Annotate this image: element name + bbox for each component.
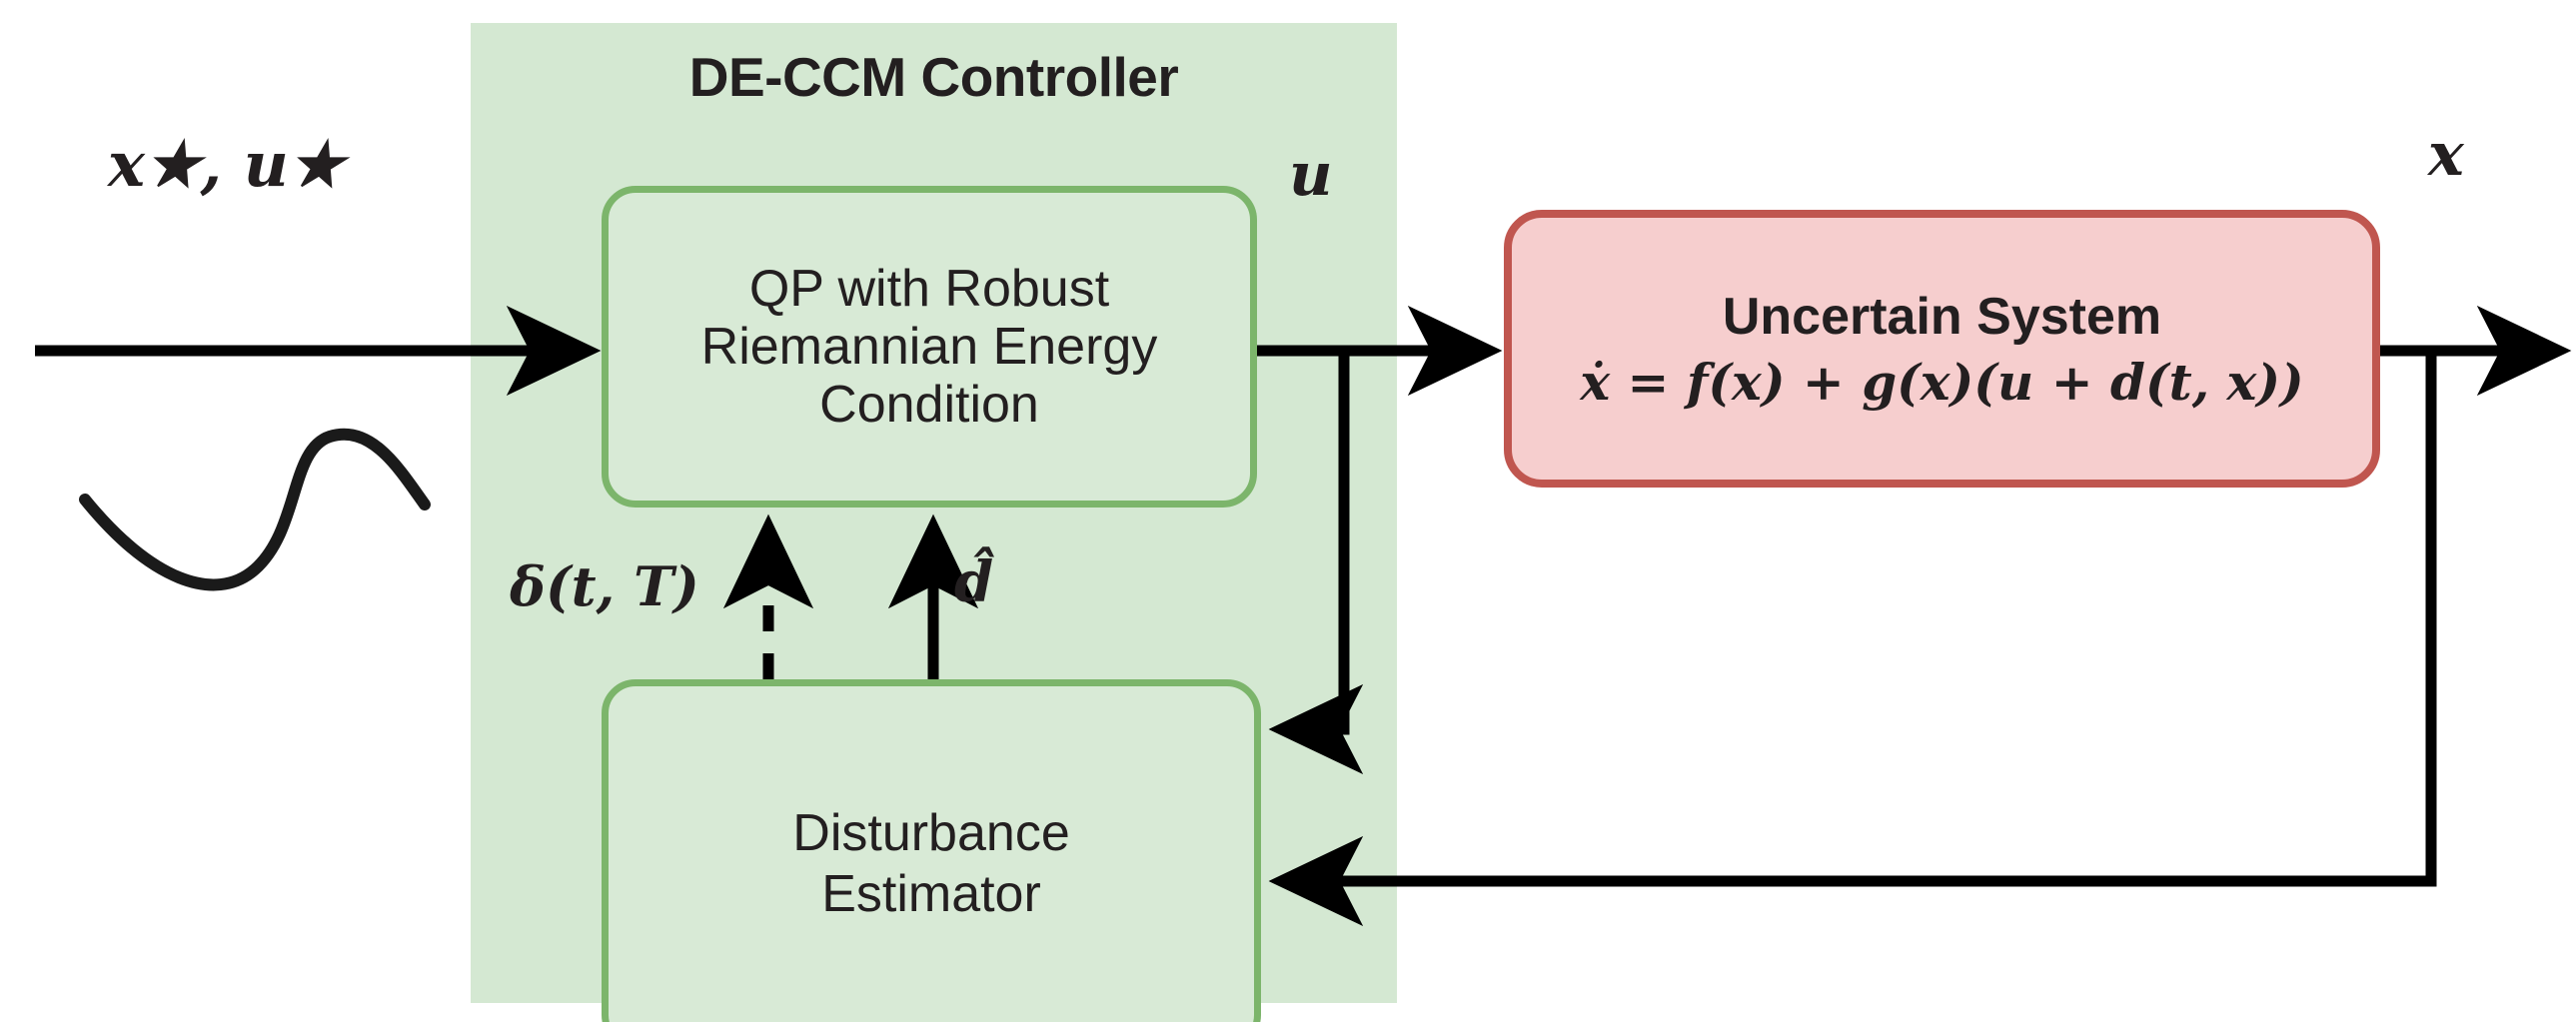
- de-line-1: Disturbance: [792, 803, 1070, 862]
- uncertain-system-equation: ẋ = f(x) + g(x)(u + d(t, x)): [1580, 352, 2304, 412]
- disturbance-estimate-label: d̂: [954, 549, 993, 615]
- qp-block[interactable]: QP with Robust Riemannian Energy Conditi…: [602, 186, 1257, 508]
- qp-line-2: Riemannian Energy: [700, 317, 1158, 376]
- reference-trajectory-squiggle: [79, 428, 431, 591]
- uncertain-system-title: Uncertain System: [1722, 287, 2162, 346]
- control-signal-text: u: [1289, 140, 1333, 210]
- qp-line-1: QP with Robust: [748, 259, 1110, 318]
- uncertain-system-block[interactable]: Uncertain System ẋ = f(x) + g(x)(u + d(t…: [1504, 210, 2380, 488]
- disturbance-estimate-text: d̂: [954, 549, 994, 615]
- control-signal-label: u: [1289, 140, 1333, 210]
- reference-signal-label: x★, u★: [108, 128, 344, 201]
- qp-line-3: Condition: [819, 376, 1039, 435]
- uncertainty-bound-text: δ(t, T): [510, 554, 699, 618]
- reference-signal-text: x★, u★: [108, 128, 345, 201]
- state-output-path: [1268, 305, 2572, 927]
- control-signal-path: [1254, 305, 1503, 775]
- disturbance-estimator-block[interactable]: Disturbance Estimator: [602, 679, 1261, 1022]
- state-signal-text: x: [2428, 120, 2464, 190]
- uncertainty-bound-label: δ(t, T): [510, 554, 699, 618]
- controller-panel-title: DE-CCM Controller: [688, 46, 1179, 108]
- de-line-2: Estimator: [821, 865, 1041, 923]
- state-signal-label: x: [2428, 120, 2464, 190]
